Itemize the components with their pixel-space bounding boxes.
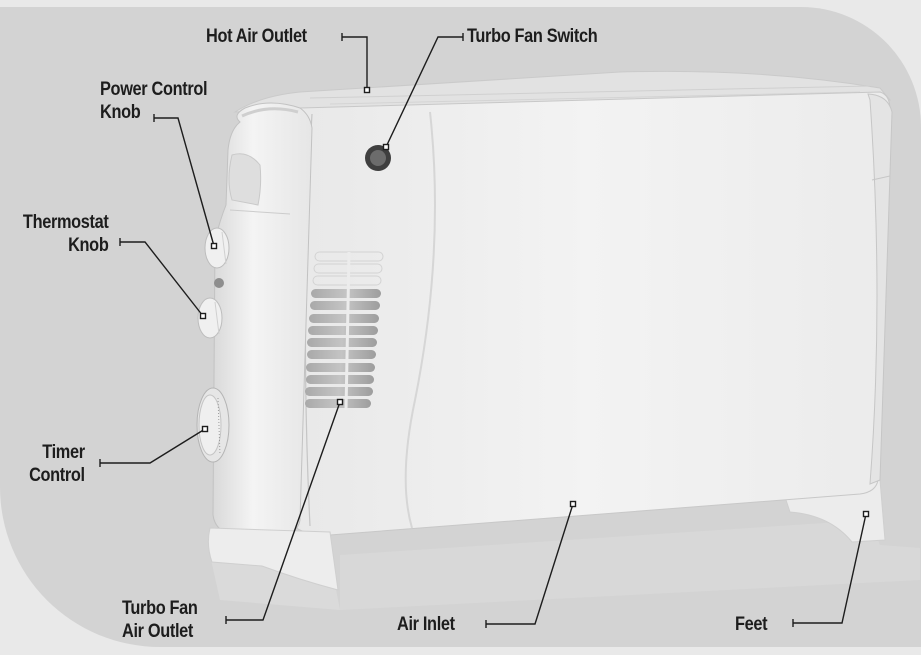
callout-thermostat-knob [120,241,204,317]
label-timer-line1: Timer [42,442,86,463]
turbo-fan-switch-shape [365,145,391,171]
thermostat-knob-shape [197,297,223,339]
label-turbo-outlet-line1: Turbo Fan [122,598,198,619]
label-feet: Feet [735,614,768,635]
callout-timer-control [100,428,206,464]
label-thermostat-line2: Knob [67,235,109,256]
label-power-control-line1: Power Control [100,79,208,100]
callout-hot-air-outlet [342,36,368,90]
label-power-control-knob: Power Control Knob [100,78,208,124]
label-thermostat-knob: Thermostat Knob [22,211,108,257]
callout-air-inlet [486,503,574,625]
label-power-control-line2: Knob [100,102,141,123]
label-timer-control: Timer Control [29,441,85,487]
label-air-inlet: Air Inlet [397,614,455,635]
callout-turbo-fan-air-outlet [226,401,341,621]
callout-lines [99,33,870,628]
callout-turbo-fan-switch [385,36,463,148]
label-thermostat-line1: Thermostat [22,212,108,233]
callout-feet [793,513,867,624]
heater-side-housing [207,102,339,591]
callout-power-control-knob [154,117,215,247]
label-turbo-outlet-line2: Air Outlet [122,621,194,642]
label-turbo-fan-air-outlet: Turbo Fan Air Outlet [122,597,198,643]
label-timer-line2: Control [29,465,85,486]
label-turbo-fan-switch: Turbo Fan Switch [467,26,598,47]
label-hot-air-outlet: Hot Air Outlet [206,26,307,47]
timer-dial-shape [196,387,230,463]
